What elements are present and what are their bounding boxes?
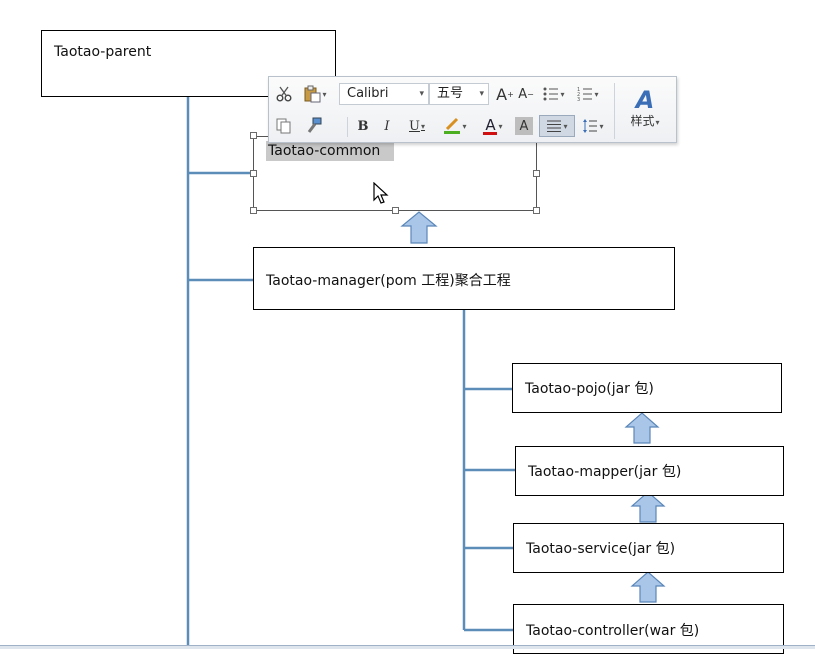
- paste-button[interactable]: ▾: [299, 83, 331, 105]
- up-arrow-controller-to-service: [630, 571, 666, 603]
- font-size-dropdown[interactable]: 五号▾: [429, 83, 489, 105]
- window-bottom-edge: [0, 645, 815, 649]
- resize-handle[interactable]: [250, 170, 257, 177]
- copy-button[interactable]: [273, 115, 295, 137]
- format-painter-icon: [307, 117, 322, 133]
- cut-button[interactable]: [273, 83, 295, 105]
- align-icon: [547, 120, 562, 132]
- font-color-icon: A: [485, 115, 496, 134]
- italic-button[interactable]: I: [377, 115, 397, 137]
- resize-handle[interactable]: [533, 207, 540, 214]
- font-name-dropdown[interactable]: Calibri▾: [339, 83, 429, 105]
- resize-handle[interactable]: [533, 170, 540, 177]
- up-arrow-manager-to-common: [400, 211, 438, 244]
- toolbar-separator: [347, 117, 348, 137]
- node-pojo[interactable]: Taotao-pojo(jar 包): [512, 363, 782, 413]
- line-spacing-button[interactable]: ▾: [577, 115, 609, 137]
- highlighter-icon: [444, 117, 461, 134]
- svg-text:3: 3: [577, 97, 580, 101]
- line-spacing-icon: [583, 119, 598, 133]
- svg-text:1: 1: [577, 87, 580, 93]
- grow-font-icon: A: [496, 84, 508, 104]
- bold-button[interactable]: B: [353, 115, 373, 137]
- node-label: Taotao-parent: [54, 44, 152, 60]
- toolbar-separator: [614, 83, 615, 139]
- font-color-button[interactable]: A ▾: [483, 115, 503, 135]
- node-common[interactable]: Taotao-common: [253, 136, 537, 211]
- align-button[interactable]: ▾: [539, 115, 575, 137]
- node-mapper[interactable]: Taotao-mapper(jar 包): [515, 446, 784, 496]
- char-shading-button[interactable]: A: [515, 117, 533, 135]
- bullets-icon: [543, 87, 559, 101]
- shrink-font-button[interactable]: A−: [518, 86, 534, 102]
- resize-handle[interactable]: [250, 207, 257, 214]
- bullets-button[interactable]: ▾: [539, 83, 569, 105]
- shrink-font-icon: A: [518, 86, 528, 102]
- grow-font-button[interactable]: A+: [496, 84, 514, 104]
- svg-text:2: 2: [577, 92, 580, 98]
- node-label: Taotao-pojo(jar 包): [525, 381, 654, 397]
- underline-button[interactable]: U▾: [409, 118, 425, 134]
- copy-icon: [276, 118, 291, 134]
- char-shading-icon: A: [519, 118, 529, 134]
- node-label: Taotao-service(jar 包): [526, 541, 676, 557]
- mouse-cursor-icon: [373, 182, 389, 204]
- styles-icon: A: [635, 86, 655, 114]
- bold-icon: B: [357, 118, 369, 134]
- resize-handle[interactable]: [250, 132, 257, 139]
- cut-icon: [276, 86, 292, 102]
- styles-button[interactable]: A 样式▾: [630, 86, 660, 128]
- styles-label: 样式: [630, 114, 655, 128]
- node-service[interactable]: Taotao-service(jar 包): [513, 523, 784, 573]
- italic-icon: I: [384, 118, 390, 134]
- node-label: Taotao-mapper(jar 包): [528, 464, 682, 480]
- node-label-selected: Taotao-common: [266, 141, 395, 161]
- font-size-value: 五号: [437, 86, 464, 101]
- format-painter-button[interactable]: [303, 115, 325, 137]
- underline-icon: U: [409, 118, 420, 134]
- highlight-button[interactable]: ▾: [439, 115, 471, 137]
- resize-handle[interactable]: [392, 207, 399, 214]
- up-arrow-service-to-mapper: [630, 491, 666, 523]
- paste-icon: [304, 85, 321, 103]
- connector-lines: [186, 96, 515, 649]
- node-label: Taotao-controller(war 包): [526, 623, 700, 639]
- up-arrow-mapper-to-pojo: [624, 412, 660, 444]
- node-label: Taotao-manager(pom 工程)聚合工程: [266, 273, 511, 289]
- numbering-icon: 123: [577, 87, 593, 101]
- font-name-value: Calibri: [347, 86, 389, 101]
- node-manager[interactable]: Taotao-manager(pom 工程)聚合工程: [253, 247, 675, 310]
